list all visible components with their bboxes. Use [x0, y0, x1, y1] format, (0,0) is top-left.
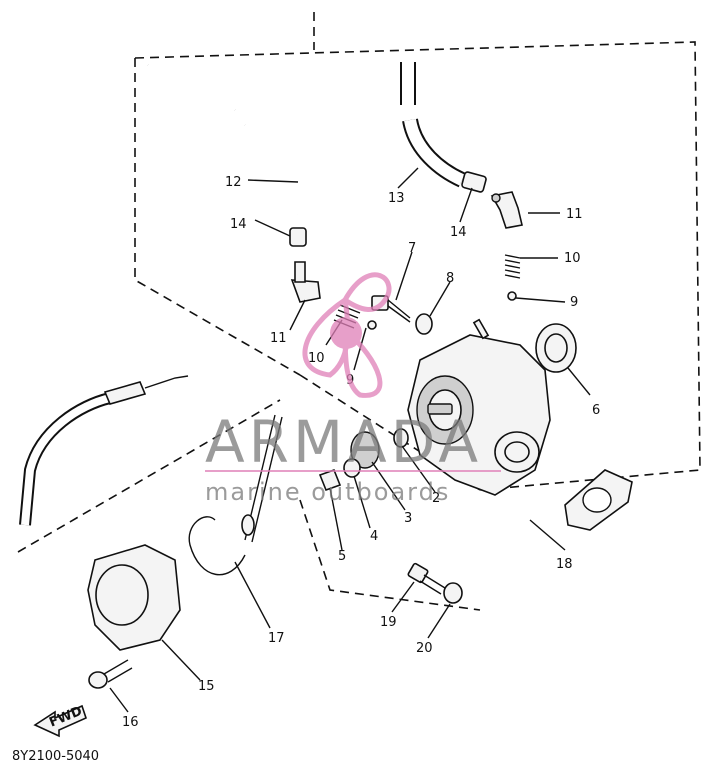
- pump-cover-15: [87, 544, 181, 651]
- oil-seal-6: [535, 323, 577, 373]
- callout-19: 19: [380, 615, 397, 630]
- assembly-boundary: [17, 12, 701, 611]
- fwd-arrow-icon: FWD: [33, 704, 87, 738]
- washer-20: [443, 582, 463, 604]
- callout-12: 12: [225, 175, 242, 190]
- watermark-tagline: marine outboards: [205, 478, 450, 506]
- callout-18: 18: [556, 557, 573, 572]
- cable-assembly: [19, 375, 189, 526]
- callout-14-left: 14: [230, 217, 247, 232]
- leader-lines: [109, 167, 591, 713]
- washer-4: [343, 458, 361, 478]
- callout-14-right: 14: [450, 225, 467, 240]
- hose-12: [145, 59, 307, 247]
- linkage-rod-17: [188, 414, 283, 576]
- callout-10-left: 10: [308, 351, 325, 366]
- hose-clip-14-right: [461, 171, 487, 193]
- washer-8: [415, 313, 433, 335]
- callout-7: 7: [408, 241, 416, 256]
- elbow-fitting-11-left: [290, 261, 321, 303]
- elbow-fitting-11-right: [490, 191, 523, 229]
- diagram-code: 8Y2100-5040: [12, 749, 99, 764]
- washer-2: [393, 428, 409, 448]
- callout-3: 3: [404, 511, 412, 526]
- hose-13: [400, 62, 487, 193]
- callout-11-right: 11: [566, 207, 583, 222]
- screw-16: [88, 659, 133, 689]
- ball-9-right: [507, 291, 517, 301]
- propeller-logo-icon: [302, 272, 392, 398]
- watermark: ARMADA marine outboards: [205, 272, 501, 506]
- callout-9-right: 9: [570, 295, 578, 310]
- callout-13: 13: [388, 191, 405, 206]
- bolt-19: [407, 562, 446, 595]
- callout-4: 4: [370, 529, 378, 544]
- callout-2: 2: [432, 491, 440, 506]
- callout-8: 8: [446, 271, 454, 286]
- watermark-rule: [205, 470, 501, 472]
- hose-clip-14-left: [289, 227, 307, 247]
- callout-17: 17: [268, 631, 285, 646]
- diaphragm-3: [350, 431, 380, 469]
- callout-15: 15: [198, 679, 215, 694]
- callout-20: 20: [416, 641, 433, 656]
- watermark-brand: ARMADA: [205, 408, 482, 476]
- callout-11-left: 11: [270, 331, 287, 346]
- pump-body: [407, 318, 551, 496]
- ball-9-left: [367, 320, 377, 330]
- callout-numbers: 12 14 13 14 11 10 9 7 8 11 10 9 6 2 3 4 …: [122, 175, 600, 730]
- callout-5: 5: [338, 549, 346, 564]
- spring-10-right: [504, 254, 521, 279]
- gasket-18: [564, 469, 633, 531]
- callout-10-right: 10: [564, 251, 581, 266]
- callout-16: 16: [122, 715, 139, 730]
- callout-6: 6: [592, 403, 600, 418]
